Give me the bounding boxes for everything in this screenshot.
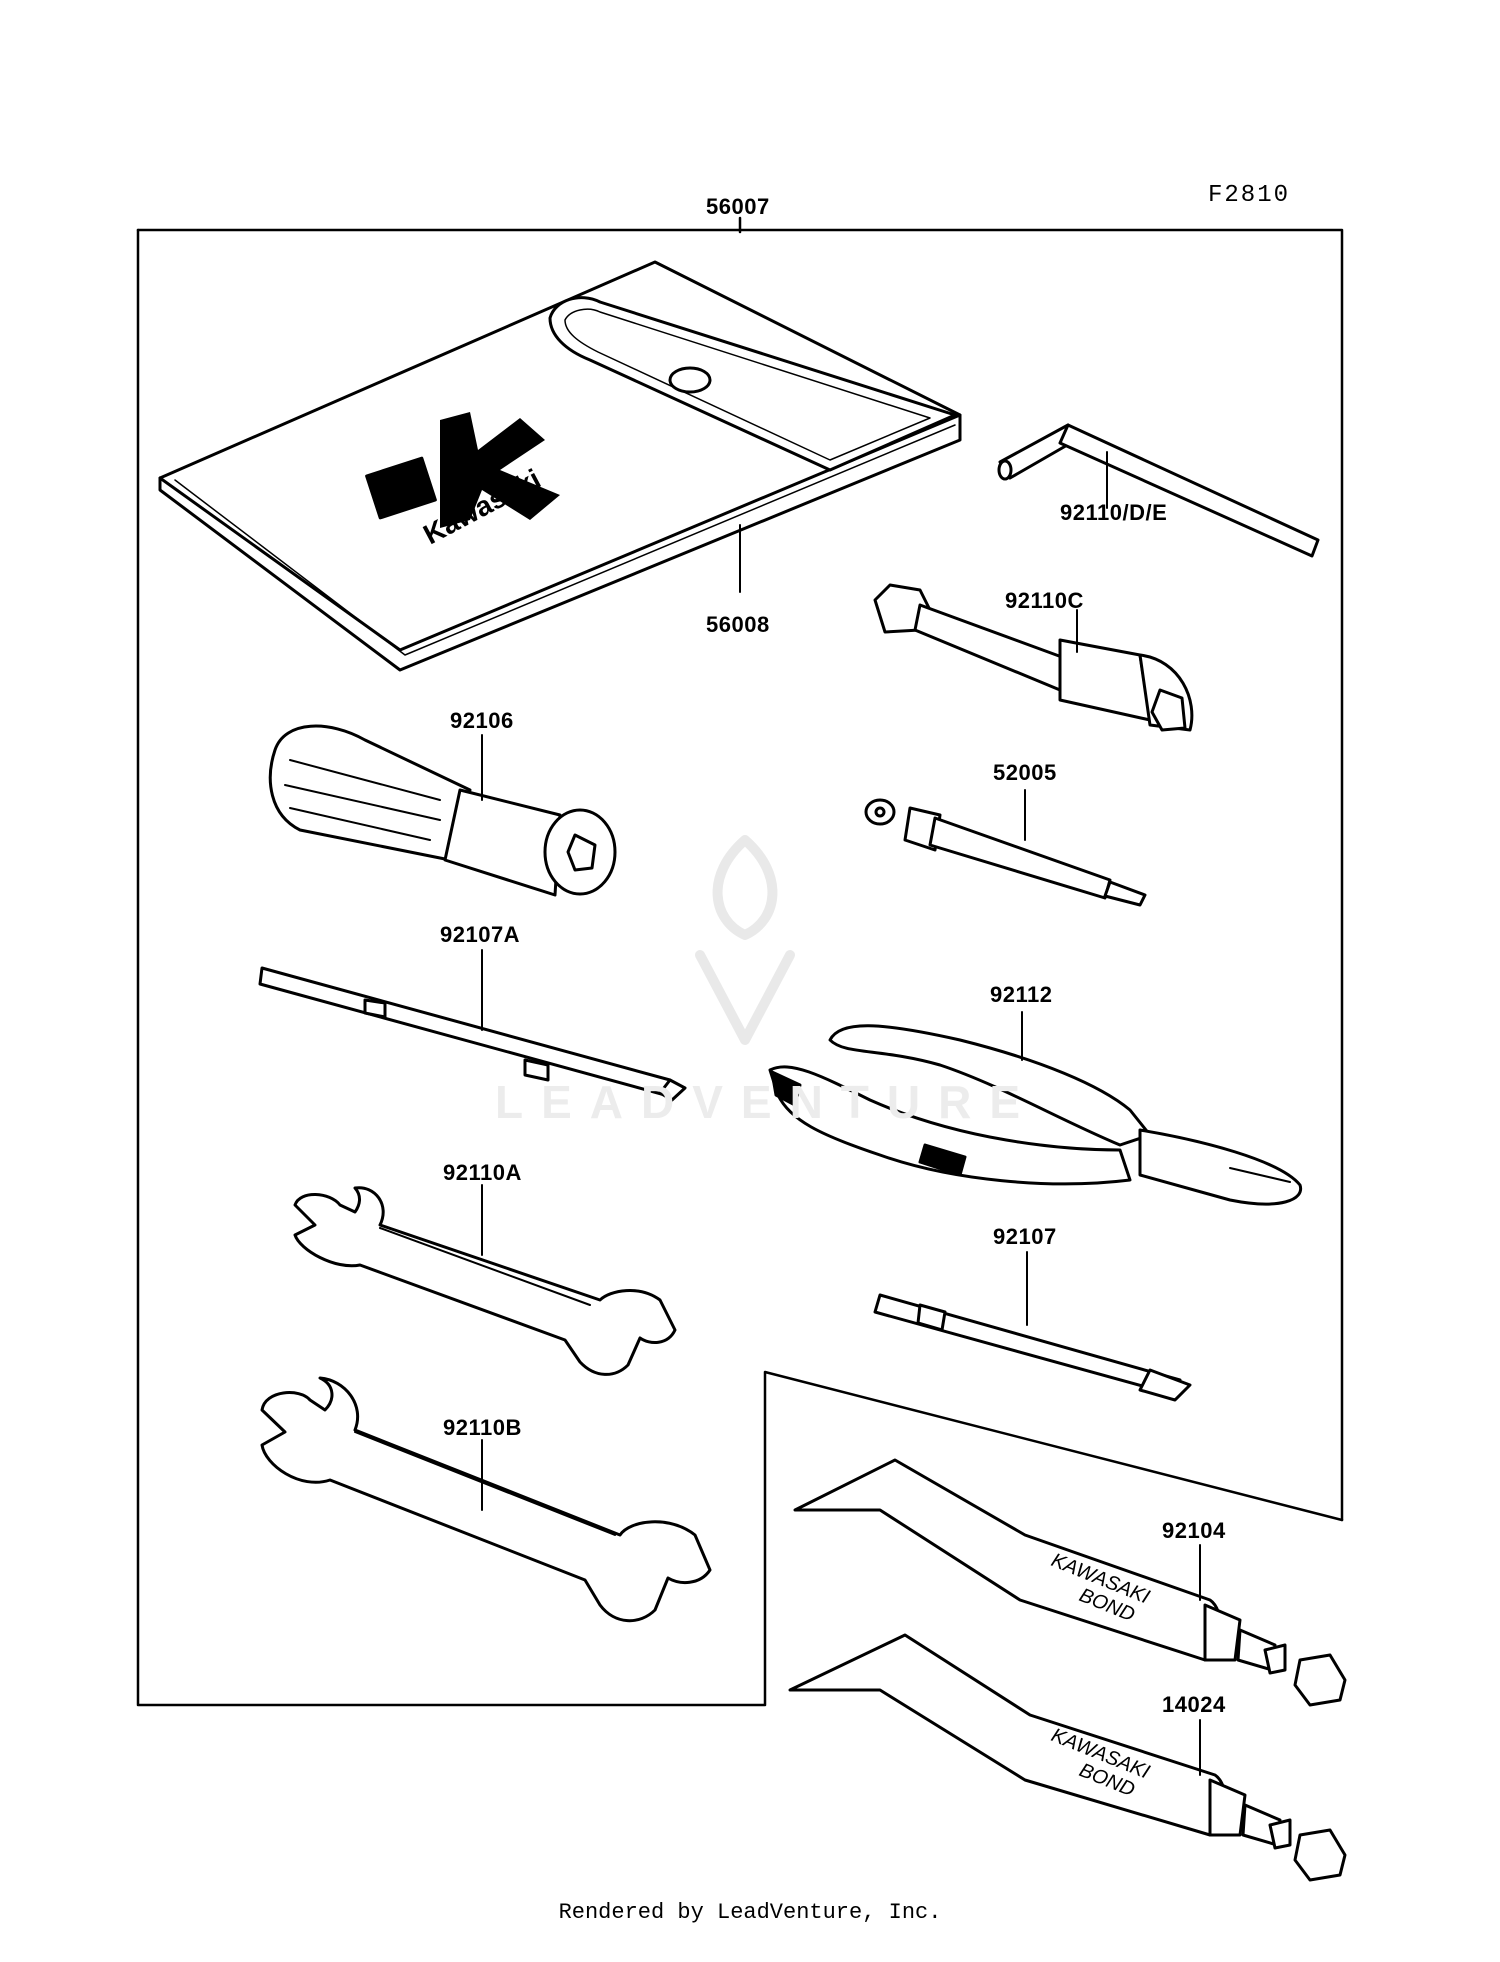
watermark-logo — [695, 835, 795, 1045]
diagram-code: F2810 — [1208, 182, 1291, 209]
hex-key-drawing — [997, 423, 1320, 558]
plug-wrench-drawing — [873, 583, 1194, 732]
label-pouch: 56008 — [706, 612, 770, 637]
label-pliers: 92112 — [990, 982, 1053, 1007]
label-extension-bar: 52005 — [993, 760, 1057, 785]
label-bond-b: 14024 — [1162, 1692, 1226, 1717]
label-hex-key: 92110/D/E — [1060, 500, 1168, 525]
label-wrench-a: 92110A — [443, 1160, 522, 1185]
pliers-drawing — [768, 1011, 1303, 1206]
tool-pouch-drawing — [158, 260, 962, 672]
wrench-a-drawing — [293, 1184, 677, 1376]
screwdriver-bit-drawing — [873, 1251, 1192, 1402]
label-screwdriver-bit-a: 92107A — [440, 922, 521, 947]
label-bond-a: 92104 — [1162, 1518, 1226, 1543]
label-screwdriver-bit: 92107 — [993, 1224, 1057, 1249]
watermark-text: LEADVENTURE — [495, 1076, 1039, 1128]
screwdriver-handle-drawing — [268, 724, 617, 897]
label-handle: 92106 — [450, 708, 514, 733]
kit-bracket — [136, 216, 1344, 1707]
screwdriver-bit-a-drawing — [258, 949, 687, 1102]
bond-tube-a-drawing — [793, 1458, 1347, 1707]
label-kit: 56007 — [706, 194, 770, 219]
extension-bar-drawing — [864, 789, 1147, 907]
label-plug-wrench: 92110C — [1005, 588, 1084, 613]
bond-tube-b-drawing — [788, 1633, 1347, 1882]
label-wrench-b: 92110B — [443, 1415, 522, 1440]
footer-credit: Rendered by LeadVenture, Inc. — [558, 1900, 942, 1925]
wrench-b-drawing — [260, 1376, 712, 1623]
